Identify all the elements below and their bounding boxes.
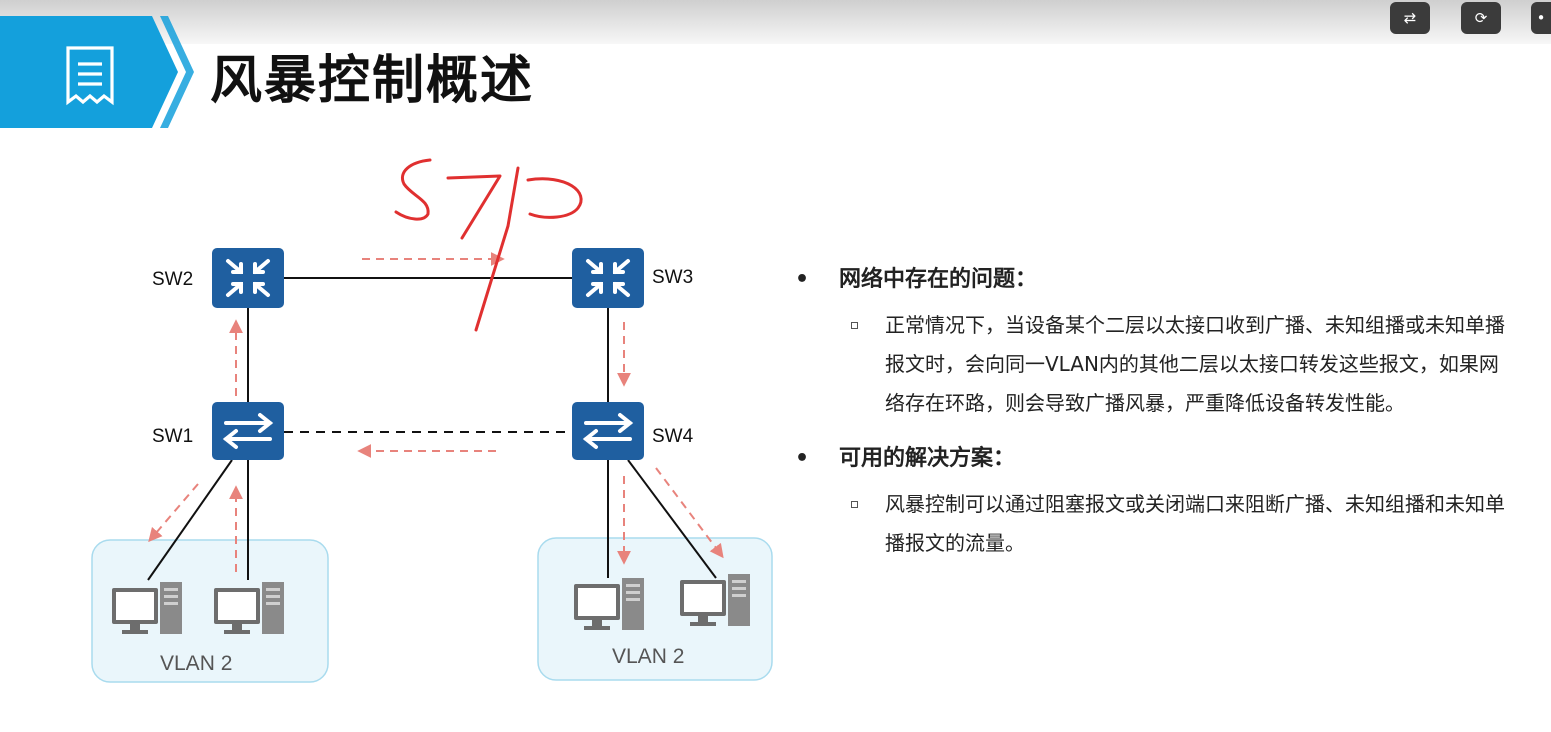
more-icon[interactable]: • [1531, 2, 1551, 34]
vlan-label: VLAN 2 [160, 652, 232, 675]
handwritten-annotation [394, 158, 583, 332]
problem-text: 正常情况下，当设备某个二层以太接口收到广播、未知组播或未知单播报文时，会向同一V… [885, 313, 1505, 415]
content-panel: • 网络中存在的问题： 正常情况下，当设备某个二层以太接口收到广播、未知组播或未… [795, 258, 1535, 577]
document-icon [66, 46, 114, 106]
switch-icon [212, 248, 284, 308]
square-bullet-icon [851, 322, 858, 329]
solution-text: 风暴控制可以通过阻塞报文或关闭端口来阻断广播、未知组播和未知单播报文的流量。 [885, 492, 1505, 555]
title-banner [0, 16, 194, 128]
switch-icon [212, 402, 284, 460]
flow-arrow [148, 483, 199, 543]
switch-label: SW2 [152, 269, 193, 290]
bullet-problem: • 网络中存在的问题： [795, 258, 1535, 302]
switch-label: SW3 [652, 267, 693, 288]
page-title: 风暴控制概述 [210, 51, 535, 111]
flow-arrow [655, 467, 724, 559]
switch-label: SW4 [652, 426, 694, 447]
switch-label: SW1 [152, 426, 193, 447]
switch-icon [572, 402, 644, 460]
bullet-solution: • 可用的解决方案： [795, 437, 1535, 481]
bullet-dot: • [795, 446, 810, 471]
rotate-icon[interactable]: ⟳ [1461, 2, 1501, 34]
vlan-label: VLAN 2 [612, 645, 684, 668]
link-sw4-pc4 [627, 459, 717, 579]
network-diagram: SW2 SW3 SW1 SW4 VLAN 2 VLAN 2 [91, 158, 773, 683]
problem-heading: 网络中存在的问题： [839, 267, 1038, 292]
switch-icon [572, 248, 644, 308]
translate-icon[interactable]: ⇄ [1390, 2, 1430, 34]
sub-bullet-solution: 风暴控制可以通过阻塞报文或关闭端口来阻断广播、未知组播和未知单播报文的流量。 [795, 485, 1535, 563]
sub-bullet-problem: 正常情况下，当设备某个二层以太接口收到广播、未知组播或未知单播报文时，会向同一V… [795, 306, 1535, 423]
square-bullet-icon [851, 501, 858, 508]
solution-heading: 可用的解决方案： [839, 446, 1016, 471]
top-toolbar: ⇄ ⟳ • [0, 0, 1551, 44]
link-sw1-pc1 [147, 459, 233, 581]
bullet-dot: • [795, 267, 810, 292]
